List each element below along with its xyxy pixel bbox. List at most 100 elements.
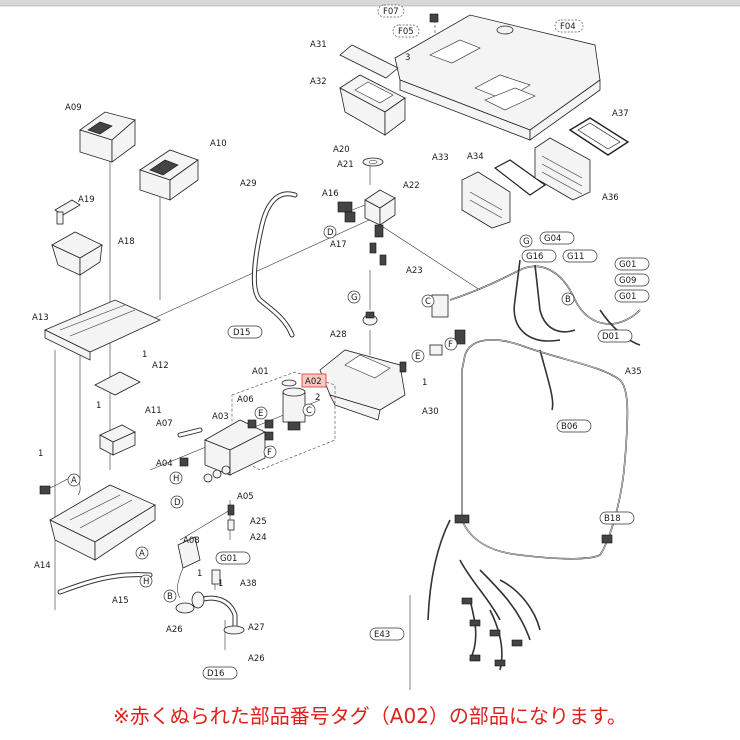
- marker-e-right: E: [415, 352, 420, 362]
- tag-e43: E43: [374, 630, 390, 640]
- part-a30-box: [319, 349, 407, 421]
- marker-a-left: A: [71, 476, 77, 486]
- marker-g-right: G: [523, 237, 530, 247]
- top-edge-band: [0, 0, 740, 6]
- label-a36: A36: [602, 193, 619, 203]
- part-a07-tube: [177, 427, 203, 438]
- label-a26-bottom: A26: [248, 654, 265, 664]
- tag-b18: B18: [604, 514, 621, 524]
- tag-g09: G09: [619, 276, 636, 286]
- number-1-a12: 1: [142, 350, 147, 360]
- label-a31: A31: [310, 40, 327, 50]
- number-1-a08: 1: [197, 569, 202, 579]
- part-a15-hose: [57, 572, 153, 595]
- part-a26-ring: [175, 602, 195, 614]
- label-a12: A12: [152, 361, 169, 371]
- marker-b-bottom: B: [167, 592, 173, 602]
- label-a19: A19: [78, 195, 95, 205]
- part-a11-bracket: [99, 424, 136, 456]
- label-a14: A14: [34, 561, 51, 571]
- number-1-left: 1: [38, 449, 43, 459]
- number-2: 2: [315, 393, 320, 403]
- label-a01: A01: [252, 367, 269, 377]
- part-a12-pad: [94, 371, 141, 396]
- part-a19-bracket: [54, 199, 81, 225]
- wire-harness-loop: [454, 339, 629, 560]
- part-a13-rail: [44, 299, 161, 361]
- label-a16: A16: [322, 189, 339, 199]
- marker-c-right: C: [425, 297, 431, 307]
- label-a35: A35: [625, 367, 642, 377]
- label-a11: A11: [145, 406, 162, 416]
- label-a22: A22: [403, 181, 420, 191]
- label-a30: A30: [422, 407, 439, 417]
- tag-g01-right-2: G01: [619, 292, 636, 302]
- label-a26-left: A26: [166, 625, 183, 635]
- label-a15: A15: [112, 596, 129, 606]
- label-a05: A05: [237, 492, 254, 502]
- label-a07: A07: [156, 419, 173, 429]
- tag-d01: D01: [602, 332, 619, 342]
- marker-c-mid: C: [306, 406, 312, 416]
- wire-harness-upper: [429, 259, 641, 411]
- part-a24-a25: [227, 504, 235, 531]
- part-labels: A31 A32 A09 A10 A20 A21 A22 A29 A16 A17 …: [32, 40, 642, 664]
- marker-g-mid: G: [351, 293, 358, 303]
- marker-h-bottom: H: [143, 577, 149, 587]
- part-a23-screws: [369, 242, 387, 266]
- label-a04: A04: [156, 459, 173, 469]
- tag-f07: F07: [383, 7, 399, 17]
- part-a08-bracket: [177, 536, 201, 599]
- quantity-numbers: 3 1 1 1 1 1 1 2: [38, 53, 427, 589]
- part-a16-fittings: [337, 201, 366, 223]
- label-a29: A29: [240, 179, 257, 189]
- part-a22-valve: [364, 189, 396, 238]
- label-a32: A32: [310, 77, 327, 87]
- part-a27-elbow: [191, 591, 245, 635]
- label-a03: A03: [212, 412, 229, 422]
- circle-markers: A A B B C C D D E E F F G G H H: [67, 225, 575, 603]
- top-panel-f04: [394, 13, 601, 141]
- label-a38: A38: [240, 579, 257, 589]
- part-a34-gasket: [493, 159, 547, 196]
- label-a18: A18: [118, 237, 135, 247]
- tag-d15: D15: [233, 328, 250, 338]
- label-a08: A08: [183, 536, 200, 546]
- label-a34: A34: [467, 152, 484, 162]
- label-a23: A23: [406, 266, 423, 276]
- part-a05-fittings: [203, 465, 231, 483]
- part-a14-base: [49, 484, 156, 561]
- part-a18-tray: [51, 231, 103, 276]
- reference-tags: F07 F05 F04 D15 G01 D16 G04 G16 G11 G01 …: [202, 4, 650, 680]
- part-a09-box: [79, 111, 136, 163]
- marker-b-right: B: [565, 295, 571, 305]
- tag-f05: F05: [398, 27, 414, 37]
- marker-d-top: D: [327, 228, 334, 238]
- label-a10: A10: [210, 139, 227, 149]
- part-a32-dispenser: [339, 74, 406, 136]
- part-a28-clip: [362, 311, 378, 326]
- number-1-a38: 1: [218, 579, 223, 589]
- caption-note: ※赤くぬられた部品番号タグ（A02）の部品になります。: [113, 704, 627, 728]
- part-a38-nozzle: [211, 569, 221, 585]
- part-a10-box: [139, 149, 199, 201]
- label-a33: A33: [432, 153, 449, 163]
- part-a04-screw: [179, 457, 189, 467]
- number-1-a11: 1: [96, 401, 101, 411]
- marker-d-mid: D: [174, 498, 181, 508]
- label-a28: A28: [330, 330, 347, 340]
- part-a02-valve: [282, 387, 306, 431]
- label-a02: A02: [305, 377, 322, 387]
- tag-g04: G04: [544, 234, 561, 244]
- part-a01-ring: [281, 379, 297, 387]
- tag-b06: B06: [561, 422, 578, 432]
- label-a02-highlight: [301, 373, 327, 388]
- tag-g01-mid: G01: [220, 554, 237, 564]
- wire-harness-lower: [427, 519, 541, 671]
- tag-d16: D16: [207, 669, 224, 679]
- marker-f-right: F: [448, 340, 453, 350]
- label-a13: A13: [32, 313, 49, 323]
- marker-h-mid: H: [173, 474, 179, 484]
- label-a25: A25: [250, 517, 267, 527]
